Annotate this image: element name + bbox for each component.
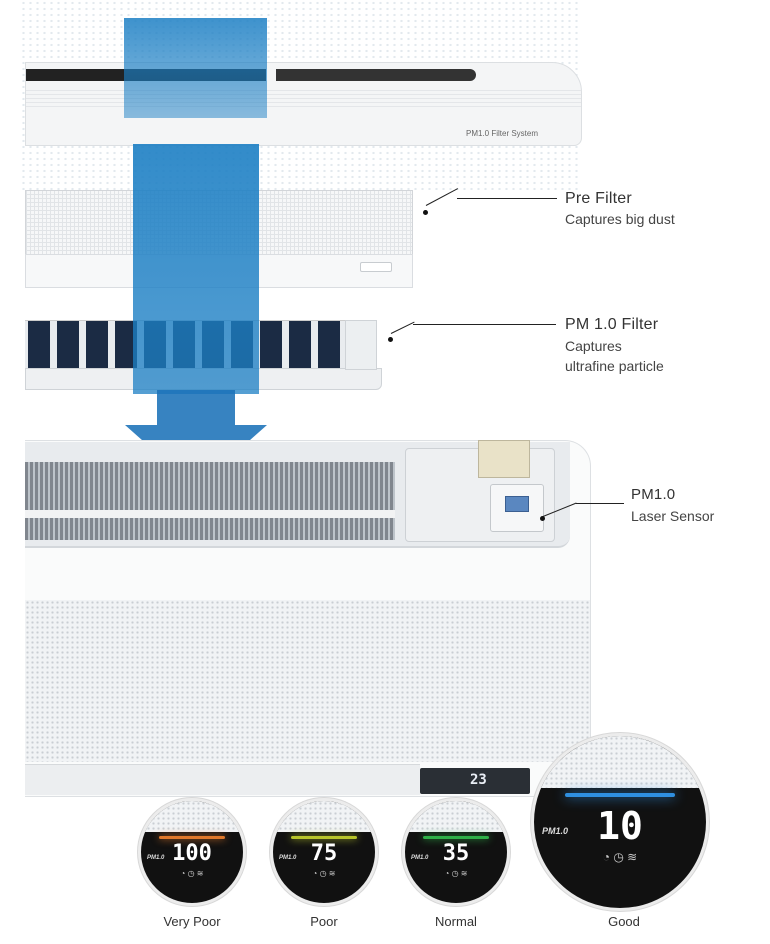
sensor-window	[505, 496, 529, 512]
pre-filter-tab	[360, 262, 392, 272]
level-bar-normal	[423, 835, 489, 839]
pm-display-icons: ◔ ◷ ≋	[444, 869, 468, 878]
pm-filter-leader	[390, 321, 415, 334]
level-label-very-poor: Very Poor	[163, 914, 221, 929]
pm-filter-title: PM 1.0 Filter	[565, 316, 659, 333]
unit-bottom-edge	[25, 764, 420, 795]
level-value-poor: 75	[310, 841, 338, 866]
pm-display-icons: ◔ ◷ ≋	[602, 850, 638, 864]
pre-filter-leader	[425, 188, 459, 206]
unit-display-strip	[420, 768, 530, 794]
display-circle-very-poor: PM1.0 100 ◔ ◷ ≋	[138, 798, 246, 906]
unit-display-value: 23	[470, 772, 487, 788]
unit-grille	[25, 600, 590, 762]
display-circle-good: PM1.0 10 ◔ ◷ ≋	[531, 733, 709, 911]
sensor-leader-h	[576, 503, 624, 504]
display-circle-normal: PM1.0 35 ◔ ◷ ≋	[402, 798, 510, 906]
airflow-beam-top	[124, 18, 267, 118]
unit-inner-grid	[25, 462, 395, 540]
airflow-arrow-shape	[125, 390, 267, 488]
level-value-very-poor: 100	[172, 841, 212, 866]
display-circle-poor: PM1.0 75 ◔ ◷ ≋	[270, 798, 378, 906]
pm-filter-pointer	[388, 337, 393, 342]
pm-display-icons: ◔ ◷ ≋	[180, 869, 204, 878]
pre-filter-title: Pre Filter	[565, 190, 632, 207]
sensor-title: PM1.0	[631, 486, 676, 503]
pre-filter-pointer	[423, 210, 428, 215]
level-value-good: 10	[597, 804, 643, 848]
level-label-poor: Poor	[310, 914, 338, 929]
unit-frame-bars	[25, 510, 395, 518]
level-label-normal: Normal	[435, 914, 477, 929]
pm-filter-side	[345, 320, 377, 370]
level-bar-good	[564, 792, 676, 797]
front-panel: PM1.0 Filter System	[25, 62, 582, 146]
sensor-chip	[478, 440, 530, 478]
pm-display-icons: ◔ ◷ ≋	[312, 869, 336, 878]
pm-filter-desc-2: ultrafine particle	[565, 358, 664, 374]
level-label-good: Good	[608, 914, 640, 929]
panel-brand-text: PM1.0 Filter System	[466, 129, 539, 138]
level-value-normal: 35	[442, 841, 470, 866]
panel-lines	[26, 87, 581, 107]
pm-filter-leader-h	[413, 324, 556, 325]
level-bar-very-poor	[159, 835, 225, 839]
sensor-desc: Laser Sensor	[631, 508, 715, 524]
pm-filter-desc-1: Captures	[565, 338, 622, 354]
pre-filter-desc: Captures big dust	[565, 211, 675, 227]
sensor-pointer	[540, 516, 545, 521]
level-bar-poor	[291, 835, 357, 839]
pre-filter-leader-h	[457, 198, 557, 199]
airflow-beam	[133, 144, 259, 394]
panel-vent-right	[276, 69, 476, 81]
airflow-arrow	[125, 390, 267, 488]
